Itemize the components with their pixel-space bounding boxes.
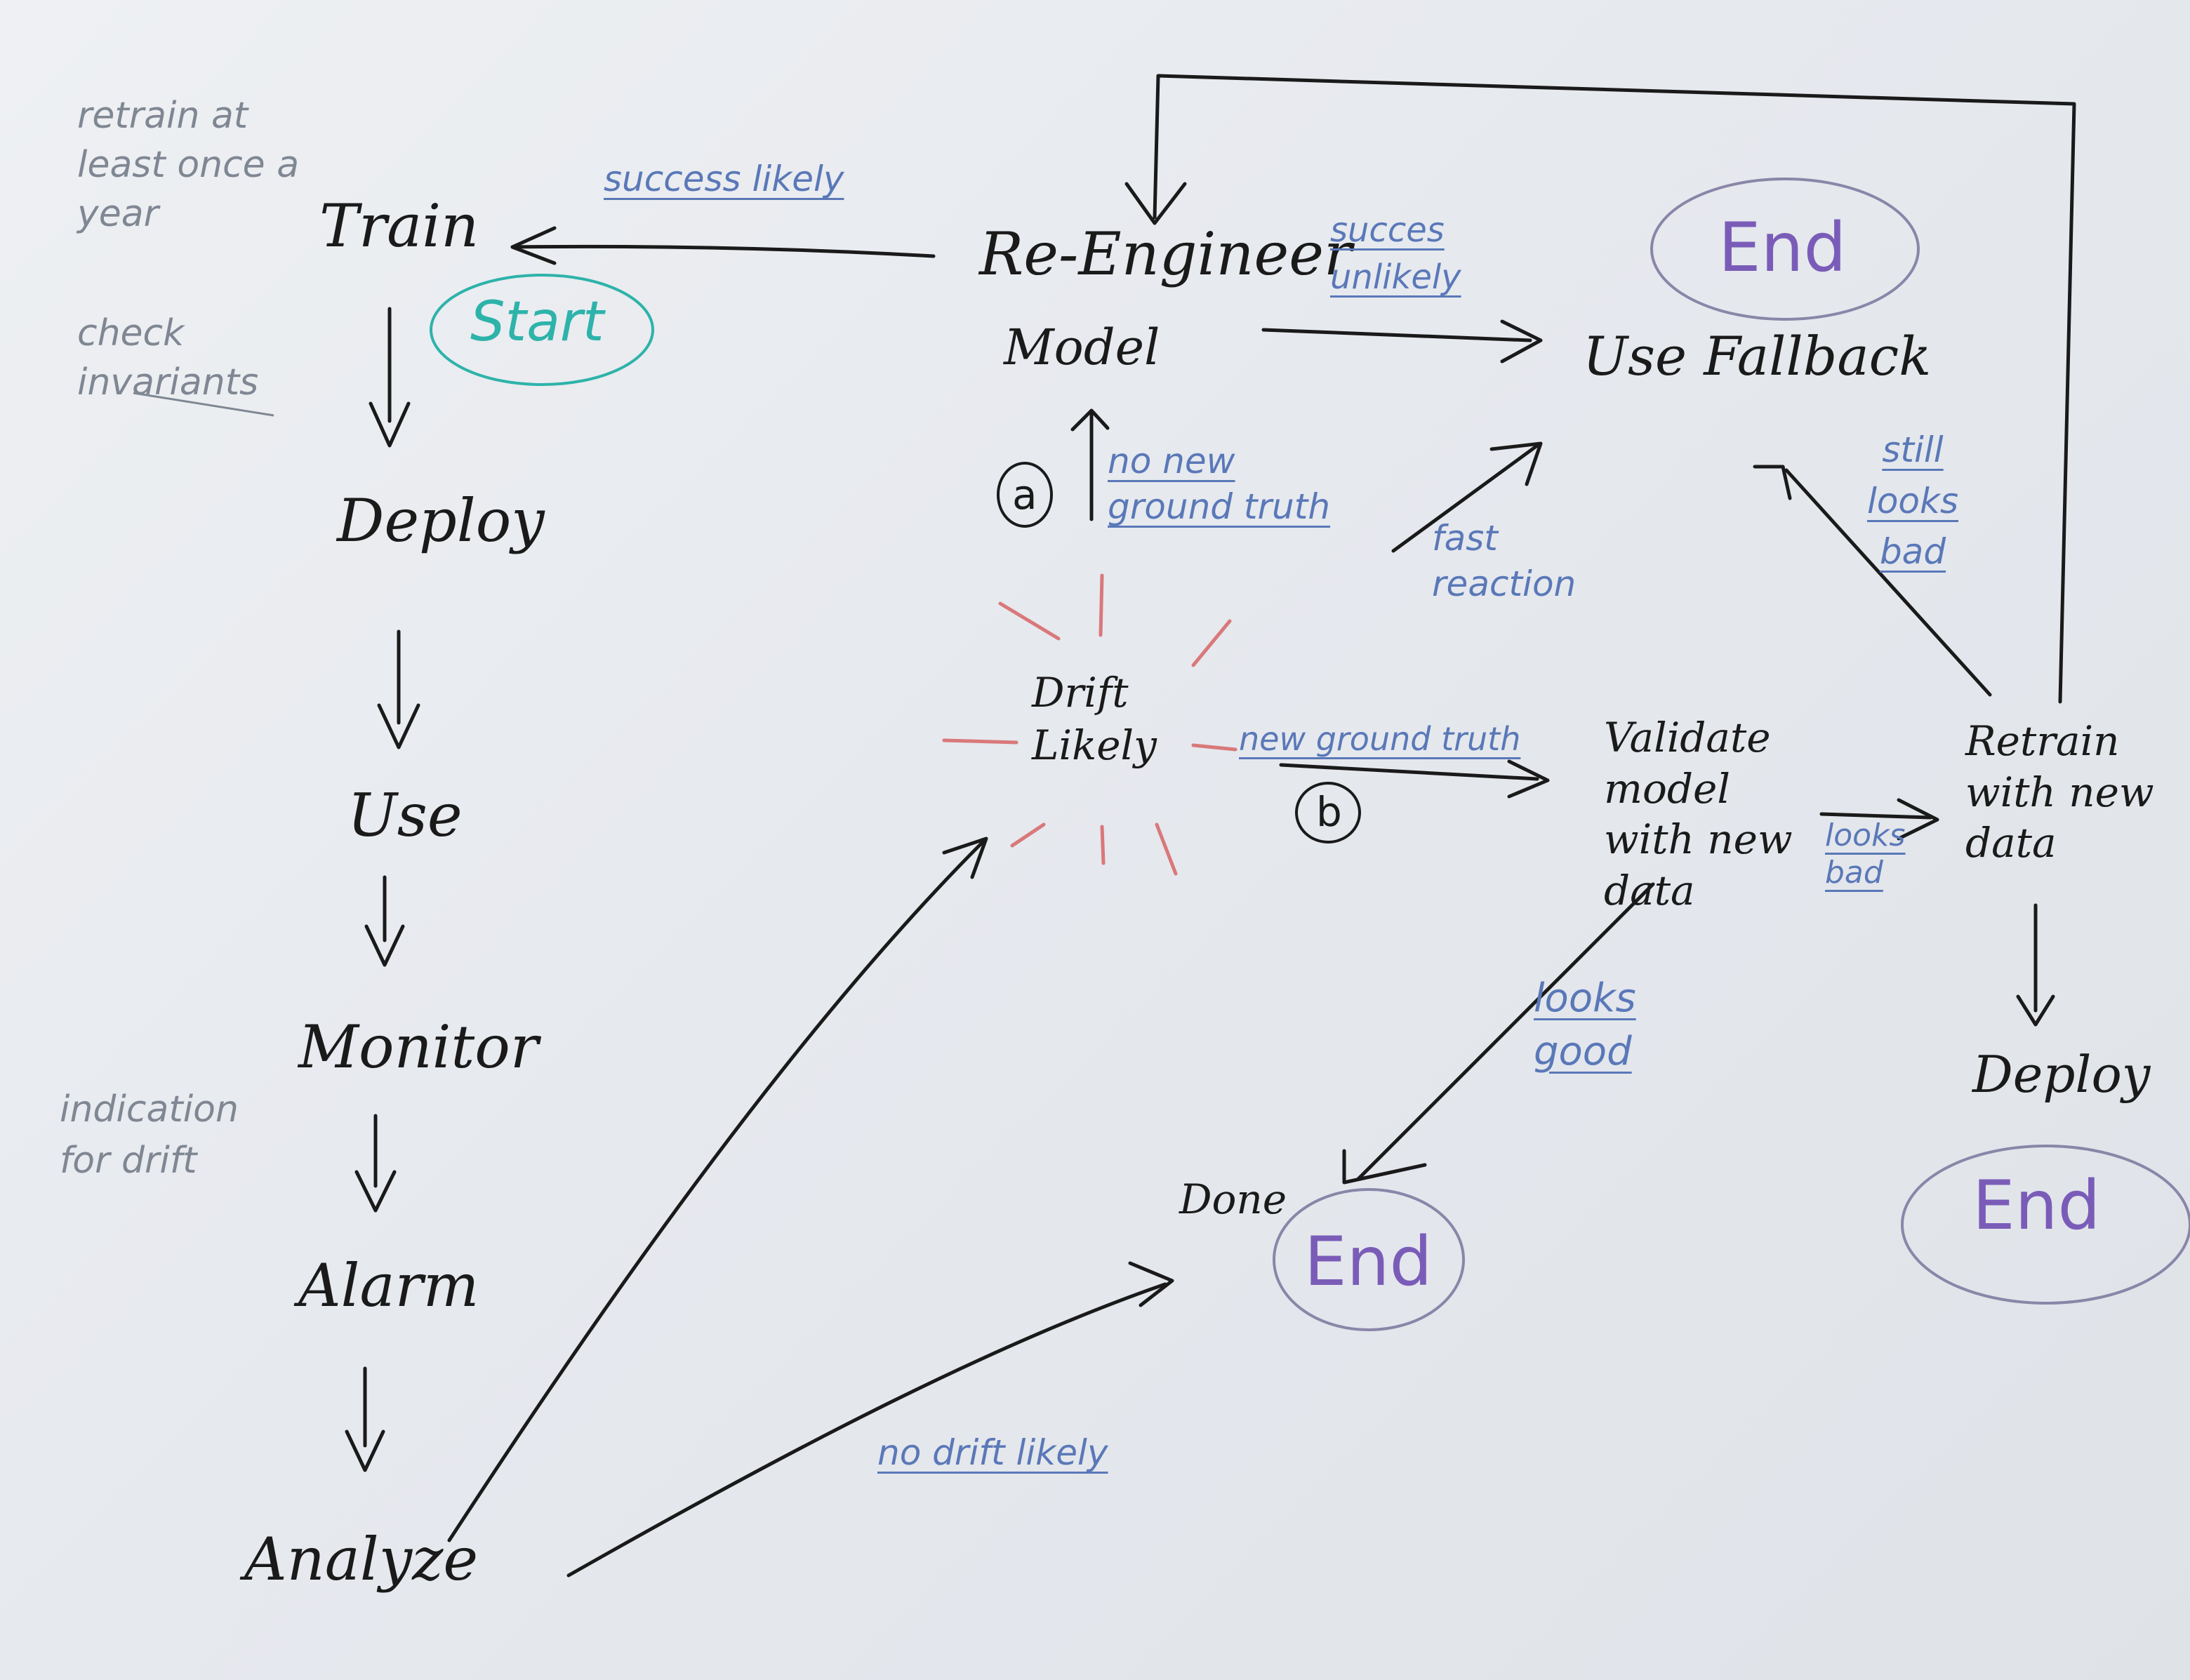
end-label-deploy: End xyxy=(1972,1166,2101,1245)
marker-b: b xyxy=(1316,788,1342,836)
arrow-alarm-analyze xyxy=(345,1366,385,1472)
note-check-invariants: check invariants xyxy=(77,312,259,404)
edge-no-drift-likely: no drift likely xyxy=(877,1432,1108,1473)
edge-fast-reaction: fast reaction xyxy=(1432,518,1577,604)
arrow-analyze-drift xyxy=(447,836,988,1542)
edge-looks-good: looks good xyxy=(1534,975,1636,1074)
arrow-drift-reengineer xyxy=(1070,408,1110,521)
edge-success-unlikely: succes unlikely xyxy=(1330,211,1461,298)
note-retrain-once: retrain at least once a year xyxy=(77,95,300,236)
end-label-done: End xyxy=(1304,1222,1433,1301)
arrow-train-deploy xyxy=(369,307,411,448)
arrow-drift-fallback xyxy=(1391,441,1543,553)
node-deploy: Deploy xyxy=(337,486,545,555)
node-drift-likely: Drift Likely xyxy=(1032,669,1157,770)
arrow-analyze-done xyxy=(566,1261,1174,1578)
arrow-drift-validate xyxy=(1279,759,1550,799)
marker-b-circle xyxy=(1295,782,1361,844)
start-ellipse xyxy=(430,274,654,386)
node-alarm: Alarm xyxy=(298,1251,479,1320)
node-deploy-right: Deploy xyxy=(1972,1045,2151,1104)
arrow-retrain-deploy xyxy=(2016,903,2055,1027)
end-ellipse-done xyxy=(1273,1188,1465,1331)
node-analyze: Analyze xyxy=(244,1525,479,1594)
edge-looks-bad: looks bad xyxy=(1825,818,1906,891)
arrow-deploy-use xyxy=(377,629,420,749)
arrow-reengineer-train xyxy=(510,226,936,265)
node-done: Done xyxy=(1179,1175,1287,1223)
end-ellipse-deploy xyxy=(1901,1145,2190,1305)
arrow-model-fallback xyxy=(1261,319,1543,364)
edge-still-looks-bad: still looks bad xyxy=(1866,429,1959,572)
node-monitor: Monitor xyxy=(298,1013,539,1081)
arrow-retrain-fallback xyxy=(1753,465,1992,697)
node-retrain: Retrain with new data xyxy=(1965,717,2154,867)
node-train: Train xyxy=(319,192,479,260)
end-label-fallback: End xyxy=(1718,208,1847,287)
node-validate: Validate model with new data xyxy=(1604,714,1793,914)
node-use-fallback: Use Fallback xyxy=(1583,325,1932,387)
drift-burst xyxy=(942,573,1237,876)
marker-a: a xyxy=(1012,471,1037,519)
edge-no-new-ground-truth: no new ground truth xyxy=(1108,441,1331,527)
arrow-use-monitor xyxy=(364,875,405,967)
arrow-monitor-alarm xyxy=(354,1114,397,1213)
edge-new-ground-truth: new ground truth xyxy=(1239,720,1521,758)
marker-a-circle xyxy=(997,462,1053,528)
node-reengineer: Re-Engineer xyxy=(979,220,1353,288)
node-model: Model xyxy=(1004,319,1160,376)
note-indication-drift: indication for drift xyxy=(60,1088,239,1182)
arrow-validate-done xyxy=(1342,882,1655,1185)
arrow-retrain-reengineer-loop xyxy=(1124,74,2076,704)
arrow-validate-retrain xyxy=(1819,798,1939,841)
start-label: Start xyxy=(470,291,604,354)
edge-success-likely: success likely xyxy=(604,159,844,199)
node-use: Use xyxy=(347,781,463,850)
end-ellipse-fallback xyxy=(1650,178,1920,321)
